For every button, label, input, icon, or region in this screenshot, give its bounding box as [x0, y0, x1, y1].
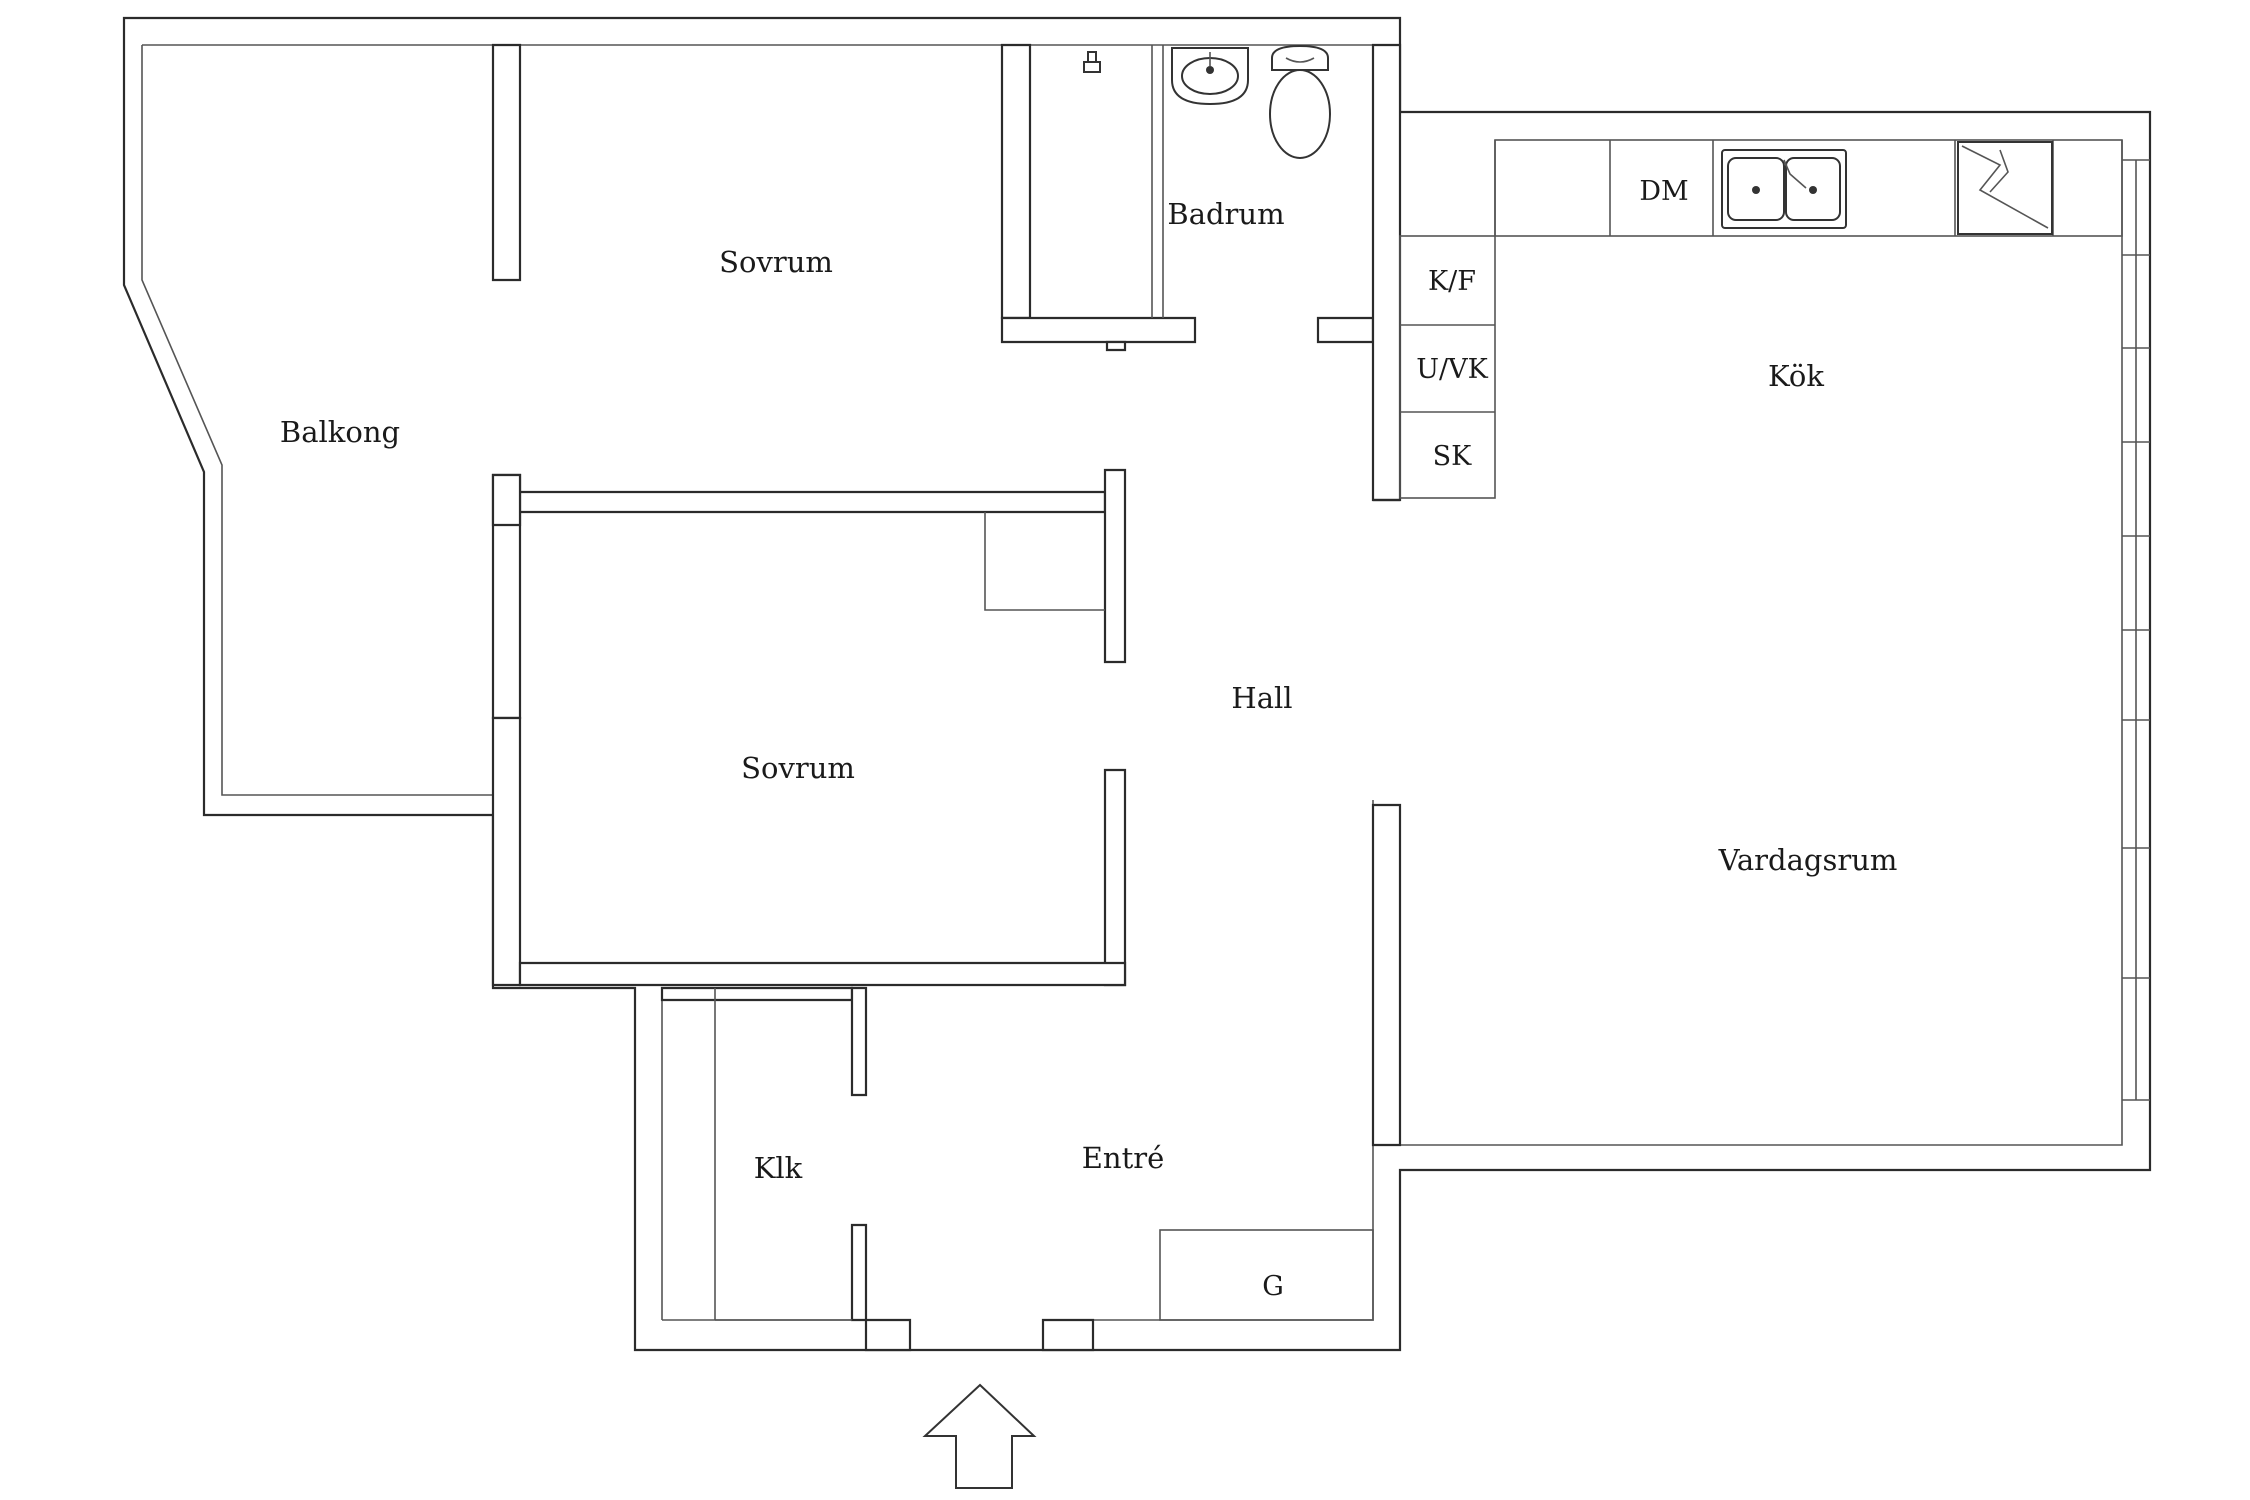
fixture-label-g: G: [1262, 1271, 1284, 1302]
closet-g-box: [1159, 1229, 1374, 1321]
room-label-klk: Klk: [754, 1151, 803, 1185]
room-label-balkong: Balkong: [280, 415, 400, 449]
washbasin-icon: [1171, 47, 1249, 106]
arrow-up-icon: [922, 1383, 1037, 1489]
room-label-kok: Kök: [1768, 359, 1824, 393]
double-sink-icon: [1721, 149, 1847, 229]
fixture-label-kf: K/F: [1428, 266, 1476, 297]
room-label-hall: Hall: [1231, 681, 1292, 715]
fixture-label-sk: SK: [1433, 441, 1472, 472]
windows-right: [2122, 159, 2150, 1101]
room-label-vardagsrum: Vardagsrum: [1718, 843, 1898, 877]
toilet-icon: [1269, 44, 1331, 159]
fixture-label-uvk: U/VK: [1416, 354, 1488, 385]
room-label-badrum: Badrum: [1167, 197, 1284, 231]
stove-icon: [1957, 141, 2053, 235]
kitchen-counter: [1399, 139, 2123, 499]
room-label-sovrum-top: Sovrum: [719, 245, 833, 279]
room-label-sovrum-mid: Sovrum: [741, 751, 855, 785]
shower-icon: [1083, 51, 1101, 73]
interior-walls: [491, 43, 1402, 1352]
fixture-label-dm: DM: [1639, 176, 1688, 207]
room-label-entre: Entré: [1082, 1141, 1165, 1175]
